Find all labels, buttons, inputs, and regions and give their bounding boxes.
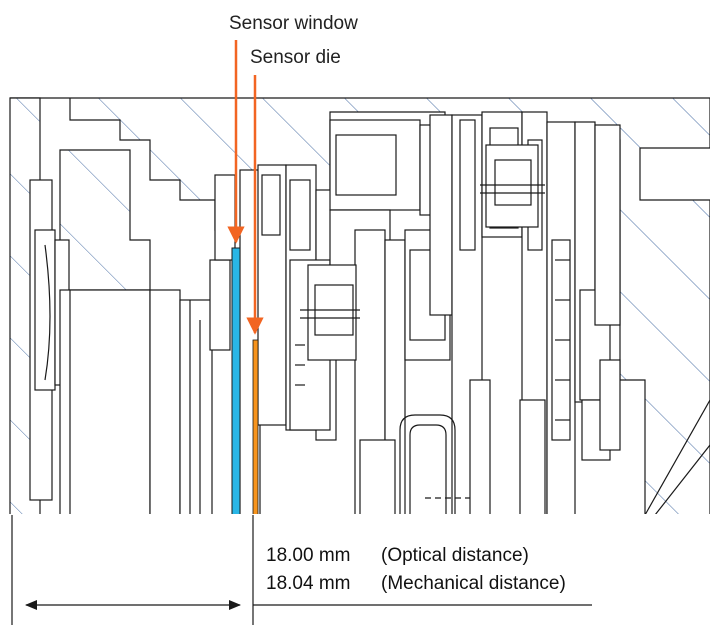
mechanical-distance-value: 18.04 mm <box>266 573 350 594</box>
mechanical-distance-description: (Mechanical distance) <box>381 573 566 594</box>
optical-distance-value: 18.00 mm <box>266 545 350 566</box>
sensor-window-label: Sensor window <box>229 13 358 34</box>
mechanical-parts <box>29 111 710 516</box>
dimension-lines <box>11 515 592 625</box>
sensor-window-glass <box>231 247 241 516</box>
sensor-die-label: Sensor die <box>250 47 341 68</box>
sensor-die-layer <box>252 339 259 516</box>
optical-distance-description: (Optical distance) <box>381 545 529 566</box>
